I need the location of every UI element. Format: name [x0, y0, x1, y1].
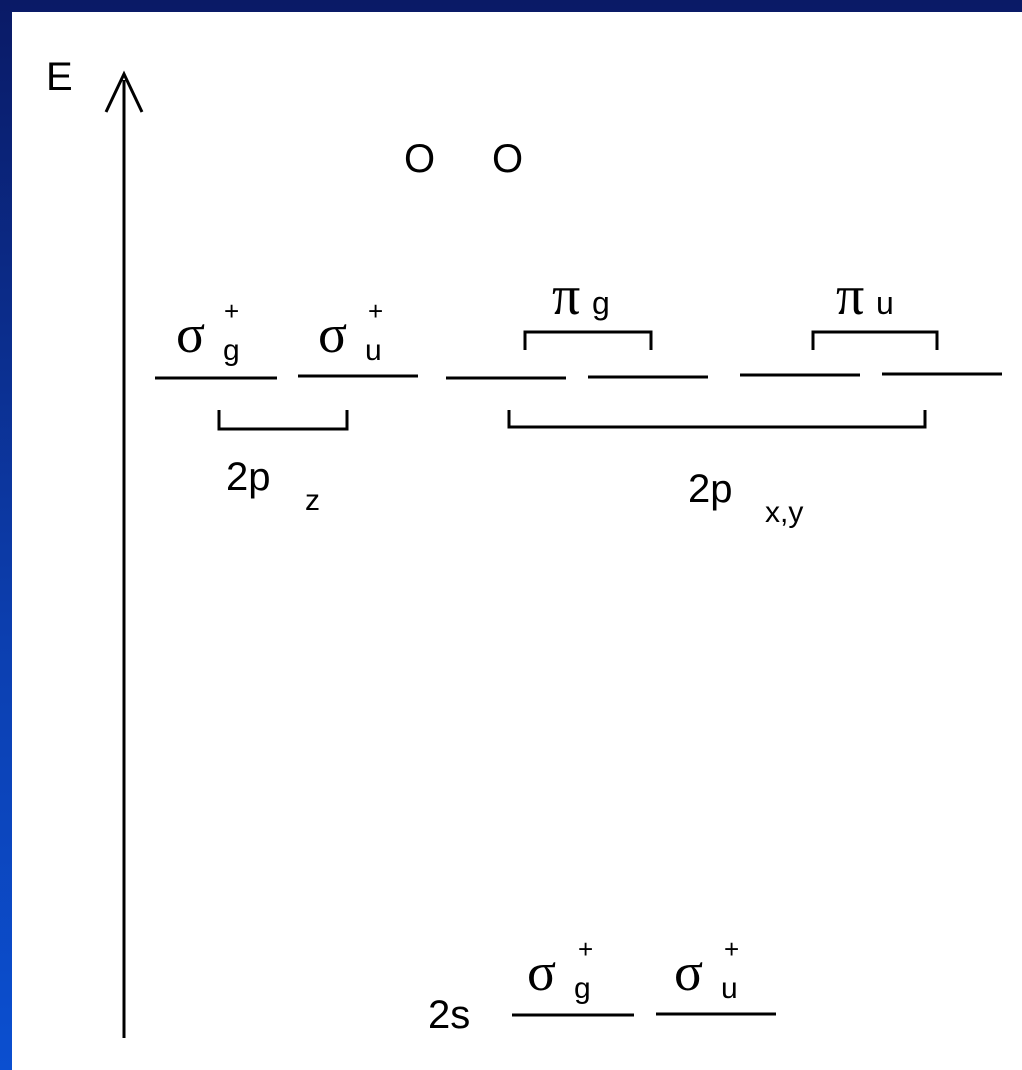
- upper-sigma-g-label: σ g +: [176, 296, 240, 367]
- svg-text:σ: σ: [318, 304, 347, 364]
- atom-label-right: O: [492, 137, 523, 181]
- pi-u-bracket: [811, 330, 939, 350]
- svg-text:u: u: [876, 285, 894, 321]
- lower-sigma-g-label: σ g +: [527, 934, 593, 1005]
- atom-label-left: O: [404, 137, 435, 181]
- energy-axis-arrowhead: [104, 70, 144, 113]
- diagram-panel: [12, 12, 1022, 1070]
- energy-axis-label: E: [46, 55, 73, 99]
- pi-g-bracket: [523, 330, 653, 350]
- svg-text:σ: σ: [527, 942, 556, 1002]
- svg-text:+: +: [578, 934, 593, 964]
- pi-g-label: π g: [552, 265, 610, 327]
- svg-text:+: +: [224, 296, 239, 326]
- svg-text:π: π: [552, 265, 580, 327]
- svg-text:u: u: [721, 972, 738, 1005]
- upper-sigma-u-label: σ u +: [318, 296, 383, 367]
- svg-text:+: +: [724, 934, 739, 964]
- pi-u-label: π u: [836, 265, 894, 327]
- svg-text:g: g: [574, 972, 591, 1005]
- pz-bracket: [217, 410, 349, 431]
- pxy-bracket: [507, 410, 927, 429]
- pxy-label: 2p x,y: [688, 467, 803, 529]
- svg-text:2p: 2p: [688, 467, 733, 511]
- lower-2s-label: 2s: [428, 993, 470, 1037]
- svg-text:π: π: [836, 265, 864, 327]
- svg-text:σ: σ: [674, 942, 703, 1002]
- lower-sigma-u-label: σ u +: [674, 934, 739, 1005]
- svg-text:x,y: x,y: [765, 496, 803, 529]
- pz-label: 2p z: [226, 455, 320, 517]
- svg-text:z: z: [305, 484, 320, 517]
- svg-text:u: u: [365, 334, 382, 367]
- svg-text:+: +: [368, 296, 383, 326]
- svg-text:σ: σ: [176, 304, 205, 364]
- svg-text:g: g: [592, 285, 610, 321]
- svg-text:2p: 2p: [226, 455, 271, 499]
- svg-text:g: g: [223, 334, 240, 367]
